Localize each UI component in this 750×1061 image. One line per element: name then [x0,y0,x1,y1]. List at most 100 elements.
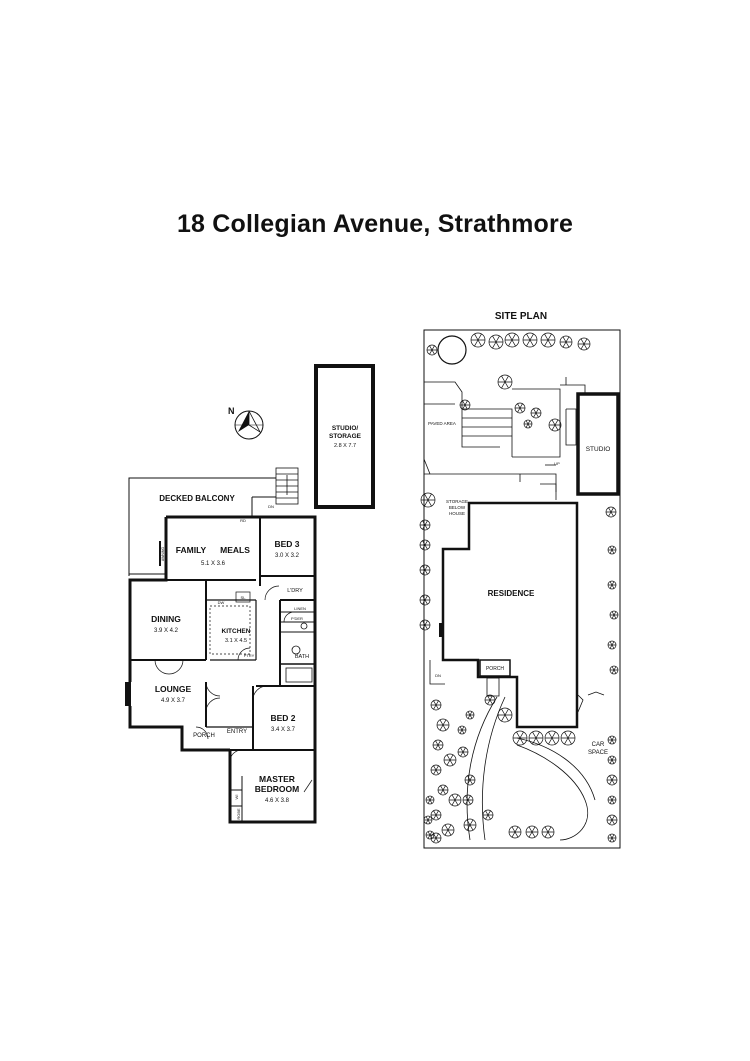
shrub-icon [609,610,619,620]
shrub-icon [436,718,450,732]
shrub-icon [607,795,617,805]
room-label-bed3: BED 3 [274,539,299,549]
shrub-icon [488,334,504,350]
room-label-bedroom: BEDROOM [255,784,299,794]
room-label-master: MASTER [259,774,295,784]
site-label-up: UP [554,461,560,466]
site-label-paved-area: PAVED AREA [428,421,456,426]
shrub-icon [441,823,455,837]
label-walk-in: WI [234,795,239,800]
label-linen: LINEN [294,606,306,611]
shrub-icon [462,794,474,806]
shrub-icon [541,825,555,839]
label-entry: ENTRY [227,729,247,735]
shrub-icon [484,694,496,706]
shrub-icon [457,746,469,758]
label-dw: DW [218,600,225,605]
shrub-icon [426,344,438,356]
room-label-storage: STORAGE [329,433,362,440]
label-bath: BATH [295,654,309,660]
shrub-icon [540,332,556,348]
shrub-icon [525,825,539,839]
shrub-icon [609,665,619,675]
shrub-icon [430,699,442,711]
shrub-icon [459,399,471,411]
compass-icon: N [228,406,264,440]
shrub-icon [419,564,431,576]
room-label-studio: STUDIO/ [332,425,359,432]
shrub-icon [430,832,442,844]
shrub-icon [425,830,435,840]
shrub-icon [465,710,475,720]
room-dims-bed3: 3.0 X 3.2 [275,553,300,559]
shrub-icon [522,332,538,348]
label-rd: RD [240,518,246,523]
shrub-icon [443,753,457,767]
label-pantry: PTRY [244,653,255,658]
shrub-icon [464,774,476,786]
shrub-icon [607,833,617,843]
shrub-icon [577,337,591,351]
shrub-icon [430,809,442,821]
room-label-dining: DINING [151,614,181,624]
label-robe: ROBE [236,808,241,820]
room-dims-kitchen: 3.1 X 4.5 [225,638,247,644]
shrub-icon [423,815,433,825]
shrub-icon [548,418,562,432]
site-label-car-1: CAR [592,742,605,748]
shrub-icon [508,825,522,839]
shrub-icon [514,402,526,414]
site-porch [479,659,511,677]
label-sl: SL [241,595,247,600]
shrub-icon [607,755,617,765]
room-dims-family-meals: 5.1 X 3.6 [201,561,226,567]
shrub-icon [607,545,617,555]
room-dims-lounge: 4.9 X 3.7 [161,698,186,704]
label-powder: P'DER [291,616,303,621]
shrub-icon [470,332,486,348]
floor-plan [125,364,375,824]
site-label-storage-3: HOUSE [449,511,465,516]
shrub-icon [420,492,436,508]
shrub-icon [437,784,449,796]
shrub-icon [512,730,528,746]
shrub-icon [419,519,431,531]
shrub-icon [419,539,431,551]
room-label-bed2: BED 2 [270,713,295,723]
site-label-residence: RESIDENCE [488,589,535,598]
shrub-icon [607,735,617,745]
site-label-storage-2: BELOW [449,505,466,510]
stairs-balcony [275,467,299,505]
site-fireplace [439,623,443,637]
shrub-icon [482,809,494,821]
site-vegetation [419,332,619,844]
shrub-icon [463,818,477,832]
shrub-icon [425,795,435,805]
shrub-icon [419,619,431,631]
shrub-icon [606,814,618,826]
room-dims-dining: 3.9 X 4.2 [154,628,179,634]
site-boundary [423,329,621,849]
shrub-icon [432,739,444,751]
shrub-icon [607,640,617,650]
site-label-down: DN [435,673,441,678]
shrub-icon [607,580,617,590]
site-label-studio: STUDIO [586,446,611,453]
room-label-family: FAMILY [176,545,207,555]
fireplace-icon [125,682,131,706]
site-plan: SITE PLAN STUDIO PORCH [419,311,621,849]
shrub-icon [504,332,520,348]
site-label-porch: PORCH [486,666,504,672]
label-down: DN [268,504,274,509]
room-dims-studio: 2.8 X 7.7 [334,443,356,449]
site-studio [576,392,620,496]
site-label-car-2: SPACE [588,750,608,756]
shrub-icon [605,506,617,518]
shrub-icon [544,730,560,746]
room-dims-bed2: 3.4 X 3.7 [271,727,296,733]
shrub-icon [457,725,467,735]
label-porch: PORCH [193,733,215,739]
shrub-icon [530,407,542,419]
room-label-lounge: LOUNGE [155,684,192,694]
